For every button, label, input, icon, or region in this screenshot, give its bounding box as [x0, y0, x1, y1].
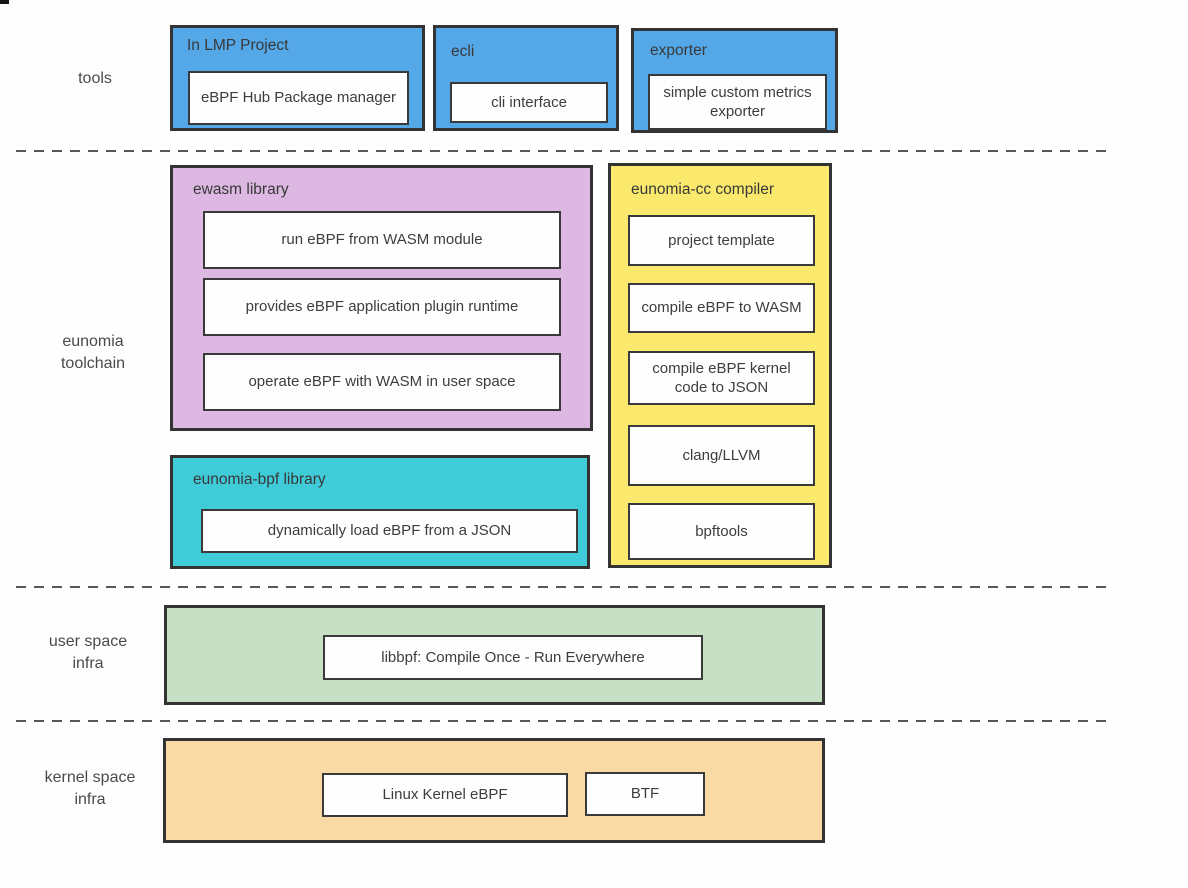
item-clang-llvm: clang/LLVM	[628, 425, 815, 486]
group-kernel-space-infra: Linux Kernel eBPF BTF	[163, 738, 825, 843]
row-label-kernel-space-infra: kernel space infra	[44, 769, 136, 808]
separator-toolchain-userspace	[16, 586, 1114, 588]
item-dynamically-load-ebpf: dynamically load eBPF from a JSON	[201, 509, 578, 553]
item-ebpf-plugin-runtime: provides eBPF application plugin runtime	[203, 278, 561, 336]
group-in-lmp-project: In LMP Project eBPF Hub Package manager	[170, 25, 425, 131]
item-simple-custom-metrics-exporter: simple custom metrics exporter	[648, 74, 827, 130]
group-exporter: exporter simple custom metrics exporter	[631, 28, 838, 133]
item-ebpf-hub-package-manager: eBPF Hub Package manager	[188, 71, 409, 125]
group-eunomia-bpf-library: eunomia-bpf library dynamically load eBP…	[170, 455, 590, 569]
group-title-in-lmp-project: In LMP Project	[187, 37, 289, 54]
group-ecli: ecli cli interface	[433, 25, 619, 131]
item-btf: BTF	[585, 772, 705, 816]
item-compile-ebpf-kernel-to-json: compile eBPF kernel code to JSON	[628, 351, 815, 405]
row-label-tools: tools	[78, 70, 112, 87]
item-run-ebpf-from-wasm: run eBPF from WASM module	[203, 211, 561, 269]
group-title-eunomia-cc-compiler: eunomia-cc compiler	[631, 181, 774, 198]
group-user-space-infra: libbpf: Compile Once - Run Everywhere	[164, 605, 825, 705]
item-cli-interface: cli interface	[450, 82, 608, 123]
item-linux-kernel-ebpf: Linux Kernel eBPF	[322, 773, 568, 817]
group-eunomia-cc-compiler: eunomia-cc compiler project template com…	[608, 163, 832, 568]
item-bpftools: bpftools	[628, 503, 815, 560]
group-title-eunomia-bpf-library: eunomia-bpf library	[193, 471, 326, 488]
group-title-exporter: exporter	[650, 42, 707, 59]
item-compile-ebpf-to-wasm: compile eBPF to WASM	[628, 283, 815, 333]
item-operate-ebpf-with-wasm: operate eBPF with WASM in user space	[203, 353, 561, 411]
group-title-ecli: ecli	[451, 43, 475, 60]
row-label-user-space-infra: user space infra	[48, 633, 128, 672]
group-ewasm-library: ewasm library run eBPF from WASM module …	[170, 165, 593, 431]
corner-artifact-mark	[0, 0, 9, 4]
group-title-ewasm-library: ewasm library	[193, 181, 289, 198]
separator-tools-toolchain	[16, 150, 1114, 152]
item-project-template: project template	[628, 215, 815, 266]
separator-userspace-kernelspace	[16, 720, 1114, 722]
row-label-eunomia-toolchain: eunomia toolchain	[60, 333, 126, 372]
item-libbpf: libbpf: Compile Once - Run Everywhere	[323, 635, 703, 680]
